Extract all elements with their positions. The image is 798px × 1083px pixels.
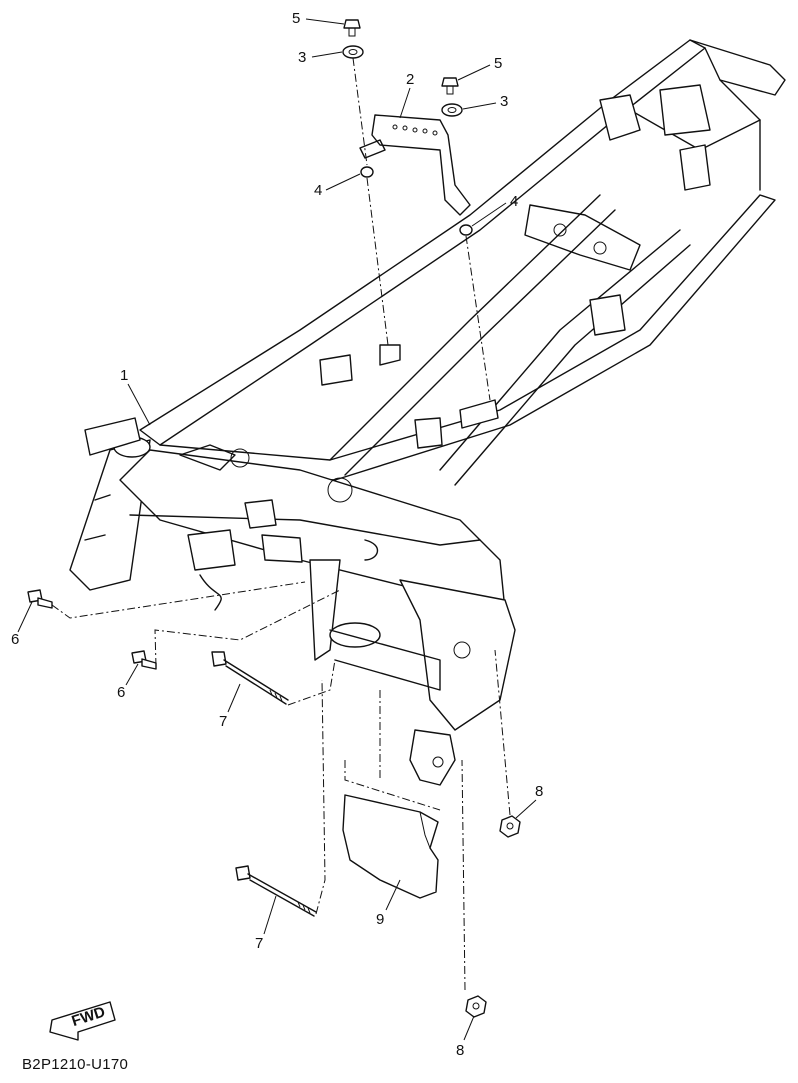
hardware-right-stack <box>441 77 491 401</box>
bolt-6-lower <box>131 650 157 670</box>
callout-6-upper: 6 <box>11 631 19 648</box>
callout-2: 2 <box>406 71 414 88</box>
callout-6-lower: 6 <box>117 684 125 701</box>
callout-7-upper: 7 <box>219 713 227 730</box>
callout-5-left: 5 <box>292 10 300 27</box>
nut-8-lower <box>465 995 487 1018</box>
callout-7-lower: 7 <box>255 935 263 952</box>
callout-4-right: 4 <box>510 193 518 210</box>
diagram-code: B2P1210-U170 <box>22 1056 129 1073</box>
bolt-7-upper <box>211 651 289 705</box>
fwd-arrow-icon: FWD <box>49 1001 116 1041</box>
callout-3-left: 3 <box>298 49 306 66</box>
callouts: 1 2 3 3 4 4 5 5 6 6 7 7 8 8 9 <box>11 10 543 1059</box>
hardware-left-stack <box>342 19 389 346</box>
assembly-lines <box>51 581 511 991</box>
callout-3-right: 3 <box>500 93 508 110</box>
bolt-6-upper <box>27 589 53 609</box>
bolt-7-lower <box>235 865 317 917</box>
main-frame <box>69 39 786 786</box>
callout-1: 1 <box>120 367 128 384</box>
callout-8-lower: 8 <box>456 1042 464 1059</box>
callout-5-right: 5 <box>494 55 502 72</box>
callout-4-left: 4 <box>314 182 322 199</box>
bracket-part-2 <box>359 114 471 216</box>
nut-8-upper <box>499 815 521 838</box>
callout-8-upper: 8 <box>535 783 543 800</box>
plate-part-9 <box>342 794 439 899</box>
callout-9: 9 <box>376 911 384 928</box>
